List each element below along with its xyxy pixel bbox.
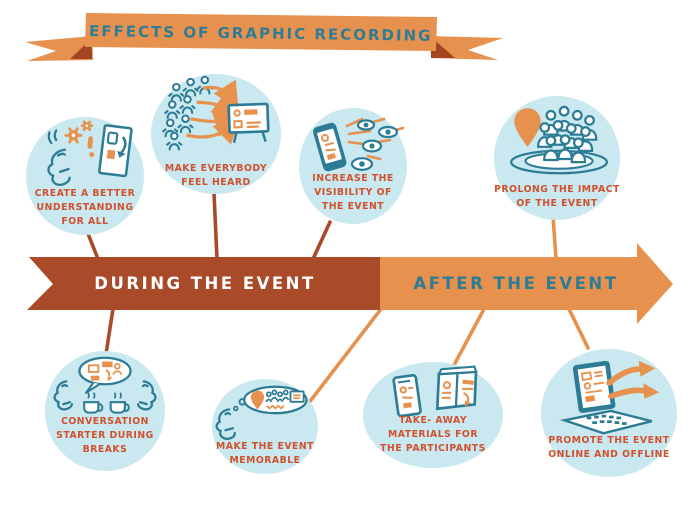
bubble-prolong-impact: PROLONG THE IMPACT OF THE EVENT: [494, 96, 620, 220]
caption-line: ONLINE AND OFFLINE: [548, 449, 670, 460]
connector-line: [306, 307, 383, 406]
after-arrow: [380, 243, 673, 324]
bubble-conversation-starter: CONVERSATION STARTER DURING BREAKS: [45, 351, 165, 471]
bubble-caption: MAKE THE EVENT MEMORABLE: [212, 440, 318, 468]
caption-line: MATERIALS FOR: [388, 429, 478, 440]
phone-eyes-rays-icon: [313, 117, 405, 172]
caption-line: BREAKS: [82, 444, 128, 455]
during-the-event-label: DURING THE EVENT: [94, 274, 316, 293]
bubble-caption: TAKE- AWAY MATERIALS FOR THE PARTICIPANT…: [363, 414, 503, 456]
bubble-caption: MAKE EVERYBODY FEEL HEARD: [151, 162, 281, 190]
caption-line: FOR ALL: [61, 216, 109, 227]
caption-line: MAKE THE EVENT: [216, 441, 314, 452]
caption-line: VISIBILITY OF: [314, 187, 392, 198]
connector-line: [311, 220, 332, 261]
bubble-caption: CREATE A BETTER UNDERSTANDING FOR ALL: [26, 187, 144, 229]
bubble-increase-visibility: INCREASE THE VISIBILITY OF THE EVENT: [299, 108, 407, 224]
bubble-caption: INCREASE THE VISIBILITY OF THE EVENT: [299, 172, 407, 214]
bubble-caption: PROMOTE THE EVENT ONLINE AND OFFLINE: [541, 434, 677, 462]
caption-line: OF THE EVENT: [516, 198, 598, 209]
caption-line: TAKE- AWAY: [398, 415, 468, 426]
ribbon-right-fold: [431, 37, 455, 58]
connector-line: [212, 191, 219, 261]
caption-line: CREATE A BETTER: [34, 188, 136, 199]
connector-line: [567, 307, 590, 350]
caption-line: MEMORABLE: [229, 455, 301, 466]
bubble-make-everybody-feel-heard: MAKE EVERYBODY FEEL HEARD: [151, 74, 281, 194]
ribbon-band: [85, 13, 437, 51]
bubble-make-event-memorable: MAKE THE EVENT MEMORABLE: [212, 379, 318, 474]
caption-line: STARTER DURING: [56, 430, 154, 441]
bubble-caption: PROLONG THE IMPACT OF THE EVENT: [494, 183, 620, 211]
connector-line: [551, 214, 558, 261]
bubble-take-away-materials: TAKE- AWAY MATERIALS FOR THE PARTICIPANT…: [363, 362, 503, 468]
caption-line: PROLONG THE IMPACT: [494, 184, 620, 195]
map-pin-crowd-ripples-icon: [510, 105, 608, 175]
talking-heads-speech-bubble-coffee-icon: [53, 356, 157, 414]
connector-line: [104, 307, 115, 356]
bubble-create-better-understanding: CREATE A BETTER UNDERSTANDING FOR ALL: [26, 117, 144, 235]
connector-line: [451, 307, 486, 369]
caption-line: FEEL HEARD: [181, 177, 251, 188]
caption-line: CONVERSATION: [61, 416, 149, 427]
bubble-caption: CONVERSATION STARTER DURING BREAKS: [45, 415, 165, 457]
caption-line: UNDERSTANDING: [36, 202, 134, 213]
caption-line: PROMOTE THE EVENT: [548, 435, 670, 446]
head-thought-bubble-icon: [215, 385, 308, 440]
crowd-arrows-whiteboard-icon: [161, 75, 270, 152]
bubble-promote-event: PROMOTE THE EVENT ONLINE AND OFFLINE: [541, 349, 677, 477]
after-the-event-label: AFTER THE EVENT: [413, 274, 619, 293]
phone-brochure-icon: [392, 365, 478, 418]
laptop-share-arrows-icon: [559, 360, 660, 435]
caption-line: INCREASE THE: [312, 173, 394, 184]
caption-line: THE PARTICIPANTS: [380, 443, 486, 454]
caption-line: THE EVENT: [321, 201, 385, 212]
during-band: [27, 257, 380, 310]
caption-line: MAKE EVERYBODY: [164, 163, 268, 174]
speaking-head-gears-flipchart-icon: [47, 120, 133, 186]
